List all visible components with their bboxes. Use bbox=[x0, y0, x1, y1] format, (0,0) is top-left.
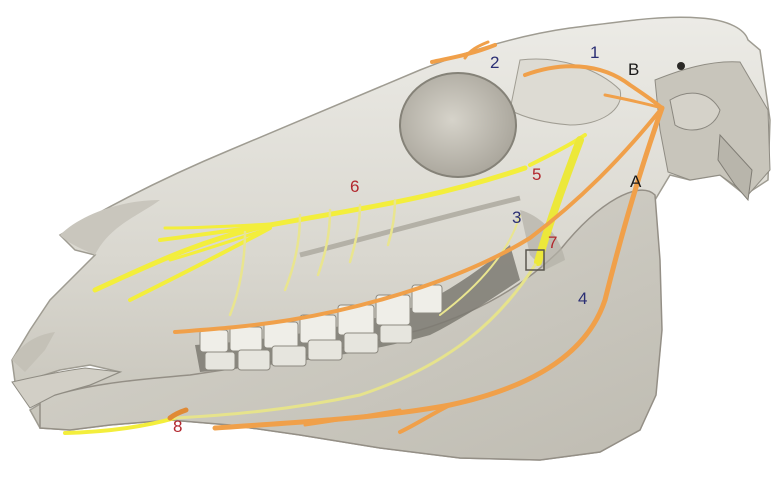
label-4: 4 bbox=[578, 289, 587, 308]
label-2: 2 bbox=[490, 53, 499, 72]
foramen-dot bbox=[677, 62, 685, 70]
label-A: A bbox=[630, 172, 642, 191]
label-3: 3 bbox=[512, 208, 521, 227]
label-7: 7 bbox=[548, 233, 557, 252]
label-6: 6 bbox=[350, 177, 359, 196]
label-5: 5 bbox=[532, 165, 541, 184]
orbit bbox=[400, 73, 516, 177]
label-1: 1 bbox=[590, 43, 599, 62]
label-8: 8 bbox=[173, 417, 182, 436]
label-B: B bbox=[628, 60, 639, 79]
